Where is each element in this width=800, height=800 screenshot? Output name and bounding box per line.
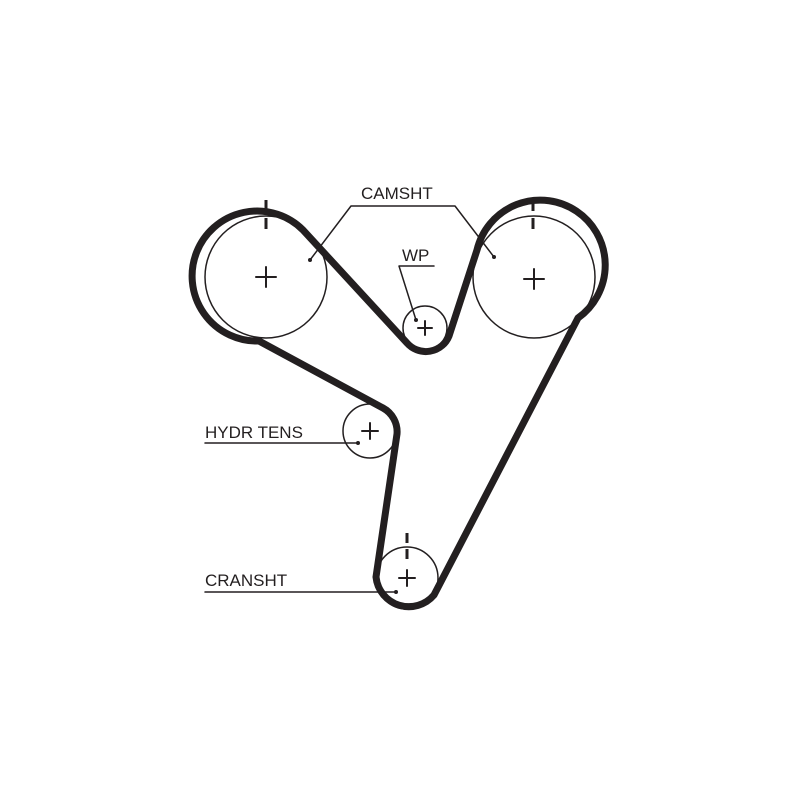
camshaft-label: CAMSHT: [361, 184, 433, 203]
left-camshaft-pulley: [204, 215, 328, 339]
right-camshaft-pulley: [472, 215, 596, 339]
crankshaft-leader-dot: [394, 590, 398, 594]
right-cam-center-cross: [523, 268, 545, 290]
tensioner-center-cross: [361, 422, 379, 440]
camshaft-leader-dot-left: [308, 258, 312, 262]
crankshaft-label: CRANSHT: [205, 571, 287, 590]
water-pump-label: WP: [402, 246, 429, 265]
water-pump-leader-line: [398, 265, 435, 321]
hydraulic-tensioner-label: HYDR TENS: [205, 423, 303, 442]
left-cam-center-cross: [255, 266, 277, 288]
tensioner-leader-dot: [356, 441, 360, 445]
crank-center-cross: [398, 569, 416, 587]
timing-belt: [188, 196, 609, 611]
water-pump-leader-dot: [414, 318, 418, 322]
camshaft-leader-line: [309, 205, 495, 261]
camshaft-leader-dot-right: [492, 255, 496, 259]
water-pump-center-cross: [417, 320, 433, 336]
